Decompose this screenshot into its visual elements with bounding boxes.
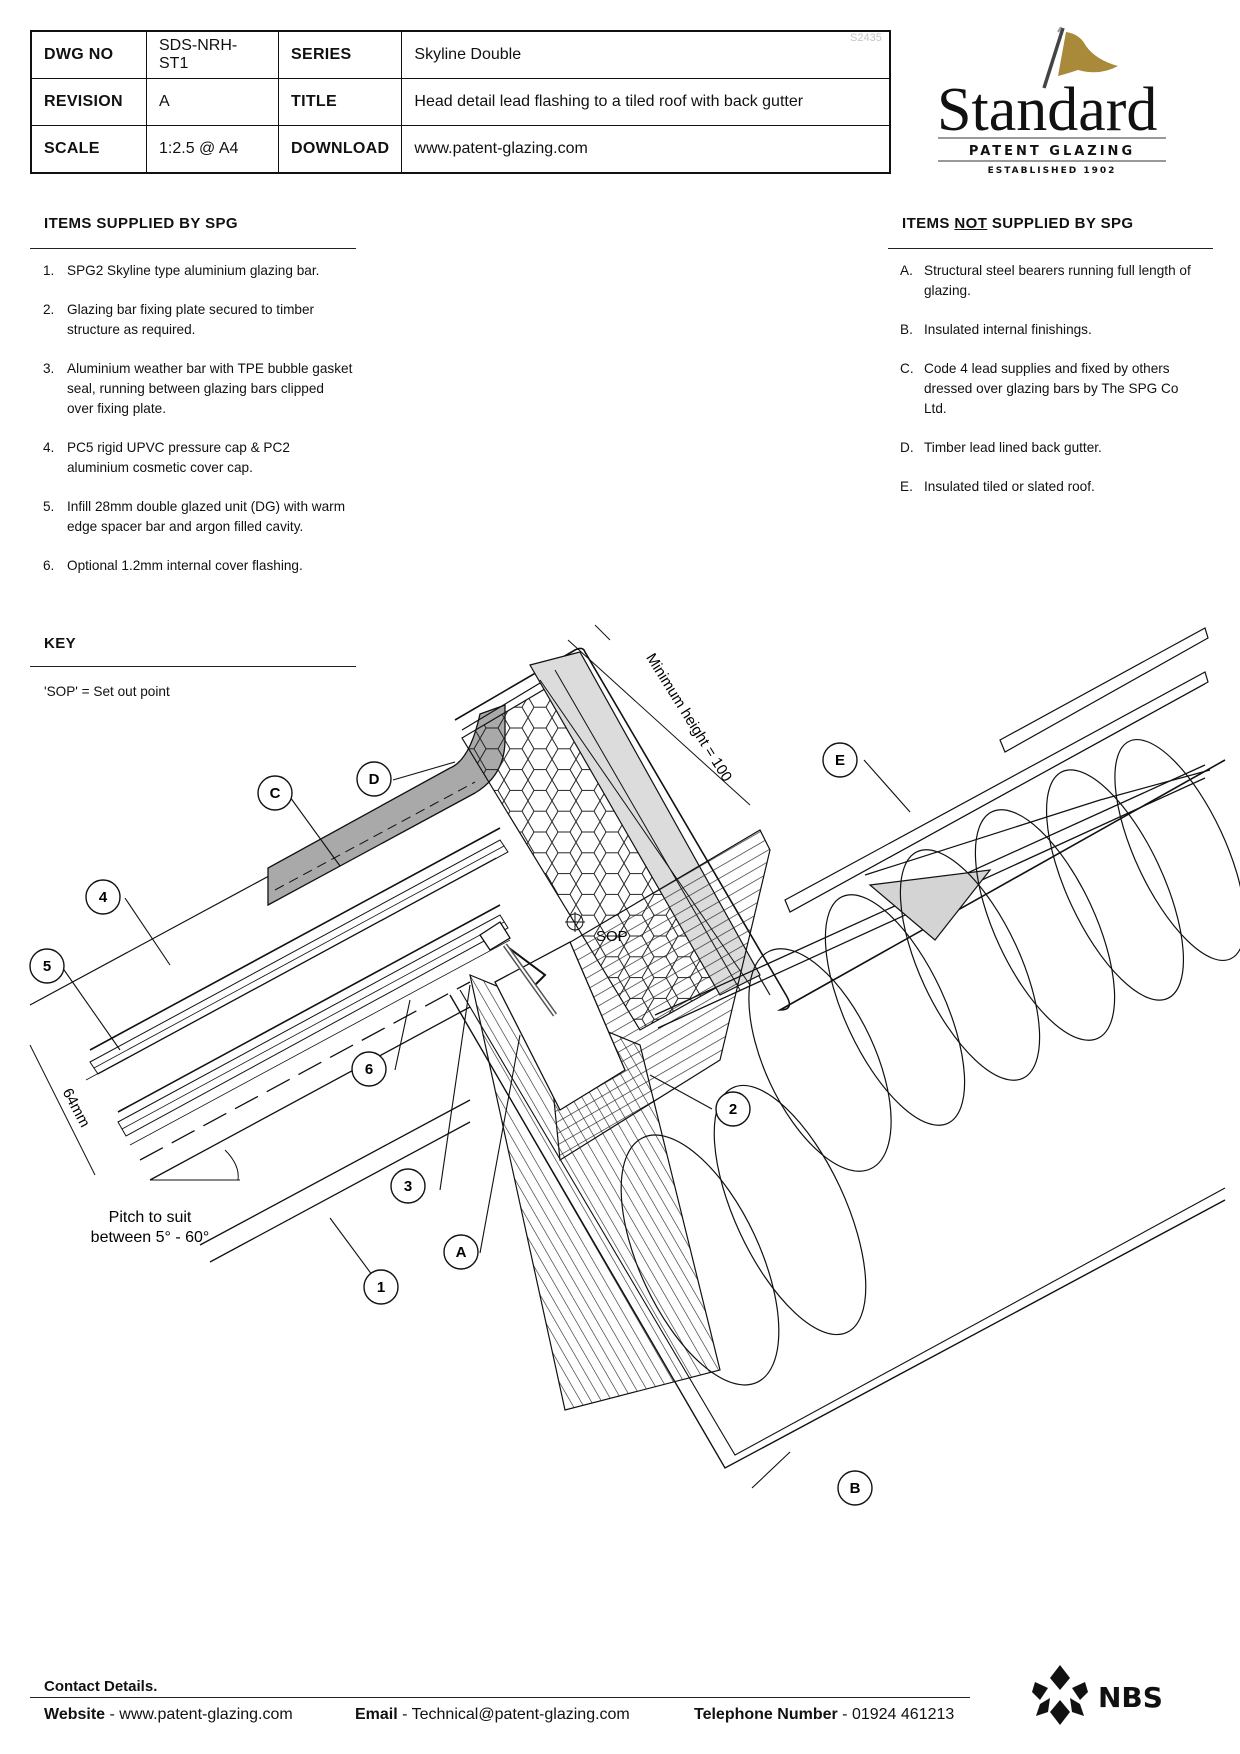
dimension-line-64mm [29, 1044, 96, 1176]
fixing-screw [502, 943, 558, 1017]
not-supplied-item: A.Structural steel bearers running full … [900, 263, 1191, 298]
pitch-label-2: between 5° - 60° [91, 1229, 210, 1246]
logo-wordmark: Standard [937, 76, 1157, 144]
reference-code: S2435 [850, 32, 882, 44]
svg-text:6: 6 [365, 1061, 373, 1078]
not-supplied-item: E.Insulated tiled or slated roof. [900, 479, 1095, 494]
title-block: DWG NO SDS-NRH-ST1 SERIES Skyline Double… [30, 30, 891, 174]
key-rule [30, 666, 356, 667]
scale-label: SCALE [30, 125, 147, 174]
supplied-rule [30, 248, 356, 249]
download-label: DOWNLOAD [277, 125, 403, 174]
supplied-item: 4.PC5 rigid UPVC pressure cap & PC2 alum… [43, 440, 290, 475]
supplied-item: 3.Aluminium weather bar with TPE bubble … [43, 361, 353, 416]
fixing-plate [494, 941, 626, 1111]
svg-text:1: 1 [377, 1279, 385, 1296]
svg-text:2: 2 [729, 1101, 737, 1118]
min-height-dimension: Minimum height = 100 [642, 650, 735, 785]
not-supplied-item: D.Timber lead lined back gutter. [900, 440, 1102, 455]
glazing-bar [139, 981, 471, 1263]
callout-d: D [356, 761, 392, 797]
pitch-label-1: Pitch to suit [109, 1209, 192, 1226]
revision-label: REVISION [30, 78, 147, 126]
internal-finish-outer [449, 994, 1226, 1469]
email-link[interactable]: Technical@patent-glazing.com [411, 1706, 630, 1723]
key-text: 'SOP' = Set out point [44, 684, 170, 699]
sop-label: SOP [596, 928, 628, 945]
contact-email: Email - Technical@patent-glazing.com [355, 1706, 630, 1723]
head-detail-drawing: Minimum height = 100 64mm Pitch to suit … [29, 624, 1240, 1506]
svg-text:D: D [369, 771, 380, 788]
svg-text:4: 4 [99, 889, 108, 906]
svg-text:5: 5 [43, 958, 51, 975]
title-value: Head detail lead flashing to a tiled roo… [401, 78, 891, 126]
not-supplied-heading: ITEMS NOT SUPPLIED BY SPG [902, 215, 1134, 232]
title-label: TITLE [277, 78, 403, 126]
not-supplied-item: C.Code 4 lead supplies and fixed by othe… [900, 361, 1179, 416]
dimension-line-height [567, 639, 751, 806]
dwg-no-label: DWG NO [30, 30, 147, 79]
callout-c: C [257, 775, 293, 811]
website-link[interactable]: www.patent-glazing.com [119, 1706, 293, 1723]
callout-a: A [443, 1234, 479, 1270]
svg-text:A: A [456, 1244, 467, 1261]
svg-text:3: 3 [404, 1178, 412, 1195]
callout-b: B [837, 1470, 873, 1506]
nbs-label: NBS [1098, 1681, 1163, 1714]
callout-5: 5 [29, 948, 65, 984]
callout-4: 4 [85, 879, 121, 915]
supplied-heading: ITEMS SUPPLIED BY SPG [44, 215, 238, 232]
supplied-item: 1.SPG2 Skyline type aluminium glazing ba… [43, 263, 320, 278]
download-value[interactable]: www.patent-glazing.com [401, 125, 891, 174]
callout-6: 6 [351, 1051, 387, 1087]
callout-1: 1 [363, 1269, 399, 1305]
contact-heading: Contact Details. [44, 1678, 158, 1695]
not-supplied-item: B.Insulated internal finishings. [900, 322, 1092, 337]
logo-established: ESTABLISHED 1902 [988, 166, 1117, 176]
supplied-item: 5.Infill 28mm double glazed unit (DG) wi… [43, 499, 346, 534]
logo-subtitle: PATENT GLAZING [969, 144, 1135, 159]
roof-insulation [620, 738, 1240, 1386]
key-heading: KEY [44, 635, 77, 652]
callout-e: E [822, 742, 858, 778]
revision-value: A [146, 78, 279, 126]
svg-text:B: B [850, 1480, 861, 1497]
thickness-dimension: 64mm [59, 1085, 94, 1130]
callout-3: 3 [390, 1168, 426, 1204]
not-supplied-rule [888, 248, 1213, 249]
scale-value: 1:2.5 @ A4 [146, 125, 279, 174]
callout-2: 2 [715, 1091, 751, 1127]
svg-text:E: E [835, 752, 845, 769]
svg-text:C: C [270, 785, 281, 802]
weather-bar [479, 921, 511, 951]
series-label: SERIES [277, 30, 403, 79]
contact-website: Website - www.patent-glazing.com [44, 1706, 293, 1723]
glazing-unit [85, 827, 511, 1146]
not-supplied-list: A.Structural steel bearers running full … [900, 261, 1200, 516]
contact-rule [30, 1697, 970, 1698]
leader-lines [61, 759, 911, 1489]
standard-patent-glazing-logo: Standard PATENT GLAZING ESTABLISHED 1902 [937, 26, 1166, 176]
internal-finish-inner [459, 989, 1226, 1456]
series-value: Skyline Double [401, 30, 891, 79]
supplied-list: 1.SPG2 Skyline type aluminium glazing ba… [43, 261, 353, 595]
contact-phone: Telephone Number - 01924 461213 [694, 1706, 955, 1723]
nbs-logo: NBS [1032, 1665, 1163, 1725]
supplied-item: 2.Glazing bar fixing plate secured to ti… [43, 302, 315, 337]
supplied-item: 6.Optional 1.2mm internal cover flashing… [43, 558, 303, 573]
dwg-no-value: SDS-NRH-ST1 [146, 30, 279, 79]
